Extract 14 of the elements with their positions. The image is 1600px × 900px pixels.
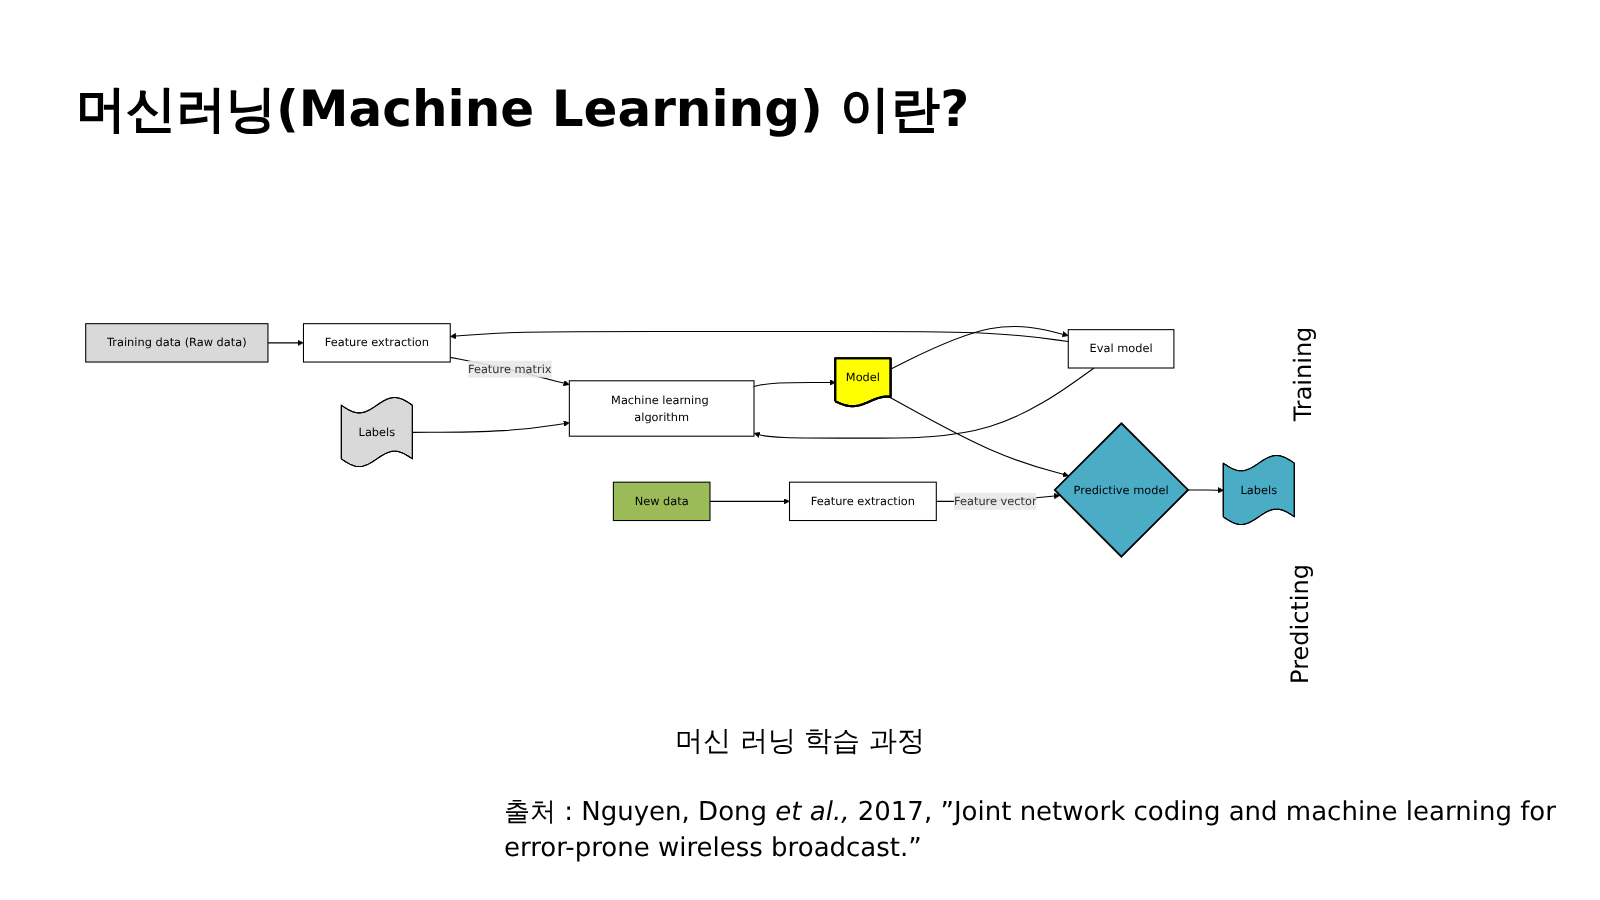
arrow [753,379,836,387]
arrow [267,339,304,346]
title: 머신러닝(Machine Learning) 이란? [76,78,970,142]
section-label: Predicting [1285,564,1314,684]
arrow [1187,486,1224,494]
section-label: Training [1289,326,1318,422]
arrow [449,330,1069,342]
arrow [753,367,1095,439]
arrow [888,396,1069,478]
arrow [412,420,570,433]
arrow [709,498,790,505]
arrow [890,325,1069,370]
citation: 출처 : Nguyen, Dong et al., 2017, ”Joint network coding and machine learning for error-prone wireless broadcast.” [504,796,1558,867]
caption: 머신 러닝 학습 과정 [672,724,928,760]
